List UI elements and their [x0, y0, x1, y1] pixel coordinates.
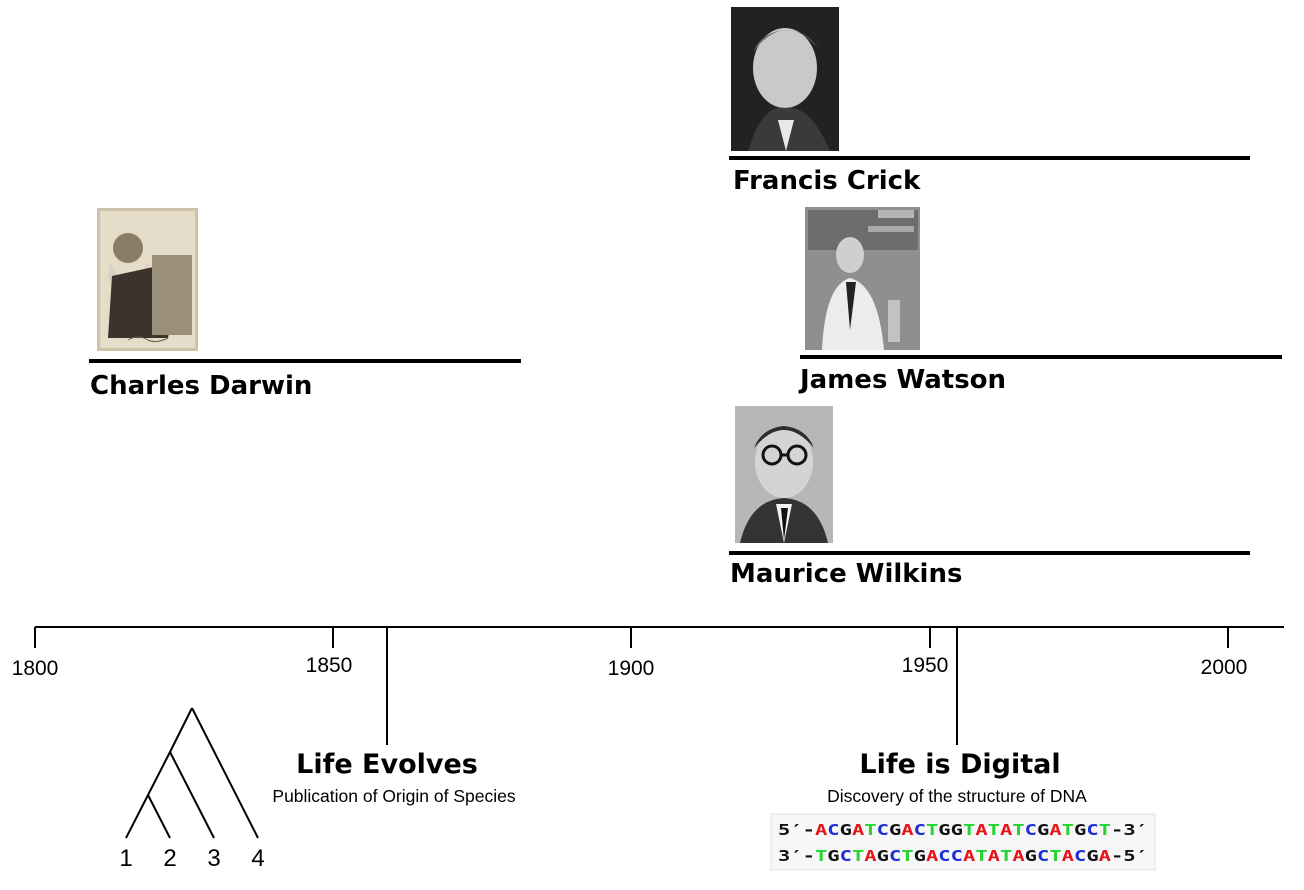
dna-base: T — [1012, 821, 1024, 839]
dna-base: C — [840, 847, 852, 865]
tree-leaf-label: 1 — [119, 845, 132, 872]
james-watson-portrait — [805, 207, 920, 350]
james-watson-name: James Watson — [798, 365, 1006, 395]
dna-base: C — [914, 821, 926, 839]
dna-base: T — [926, 821, 938, 839]
dna-base: C — [889, 847, 901, 865]
dna-base: A — [1012, 847, 1025, 865]
dna-base: C — [1086, 821, 1098, 839]
dna-base: G — [840, 821, 852, 839]
james-watson-lifespan-bar — [800, 355, 1282, 359]
dna-base: C — [1074, 847, 1086, 865]
tick-label-1950: 1950 — [902, 654, 949, 677]
dna-base: T — [988, 821, 1000, 839]
dna-base: A — [963, 847, 976, 865]
dna-base: A — [852, 821, 865, 839]
dna-base: A — [926, 847, 939, 865]
dna-base: T — [1049, 847, 1061, 865]
dna-base: T — [1000, 847, 1012, 865]
tree-leaf-label: 4 — [251, 845, 264, 872]
tick-label-2000: 2000 — [1201, 656, 1248, 679]
maurice-wilkins-name: Maurice Wilkins — [730, 559, 962, 589]
dna-base: T — [815, 847, 827, 865]
life-evolves-subtitle: Publication of Origin of Species — [272, 786, 515, 806]
dna-base: A — [815, 821, 828, 839]
dna-base: G — [1025, 847, 1037, 865]
tree-branch — [147, 794, 171, 839]
life-evolves-title: Life Evolves — [296, 749, 478, 780]
dna-base: G — [914, 847, 926, 865]
tree-branch — [169, 751, 215, 839]
dna-base: G — [889, 821, 901, 839]
dna-base: A — [1049, 821, 1062, 839]
francis-crick-portrait — [731, 7, 839, 151]
charles-darwin-lifespan-bar — [89, 359, 521, 363]
dna-strand-end: 3′- — [778, 847, 815, 865]
dna-base: C — [877, 821, 889, 839]
charles-darwin-portrait — [97, 208, 198, 351]
dna-base: T — [864, 821, 876, 839]
tree-branch — [125, 794, 149, 839]
charles-darwin-name: Charles Darwin — [90, 371, 312, 401]
tree-branch — [169, 707, 193, 753]
tick-label-1850: 1850 — [306, 654, 353, 677]
tick-label-1900: 1900 — [608, 657, 655, 680]
dna-base: T — [901, 847, 913, 865]
maurice-wilkins-portrait — [735, 406, 833, 543]
dna-base: A — [1000, 821, 1013, 839]
maurice-wilkins-lifespan-bar — [729, 551, 1250, 555]
dna-base: C — [1037, 847, 1049, 865]
dna-base: G — [1086, 847, 1098, 865]
dna-strand-end: 5′- — [778, 821, 815, 839]
dna-base: A — [901, 821, 914, 839]
dna-base: C — [827, 821, 839, 839]
dna-base: G — [951, 821, 963, 839]
tree-leaf-label: 3 — [207, 845, 220, 872]
dna-base: G — [938, 821, 950, 839]
dna-base: T — [1062, 821, 1074, 839]
tree-leaf-label: 2 — [163, 845, 176, 872]
life-is-digital-title: Life is Digital — [859, 749, 1060, 780]
tree-branch — [191, 707, 259, 839]
dna-base: A — [864, 847, 877, 865]
dna-base: T — [975, 847, 987, 865]
life-is-digital-subtitle: Discovery of the structure of DNA — [827, 786, 1087, 806]
dna-base: T — [1099, 821, 1111, 839]
dna-strand-end: -5′ — [1111, 847, 1148, 865]
dna-base: C — [951, 847, 963, 865]
dna-base: A — [975, 821, 988, 839]
dna-base: C — [938, 847, 950, 865]
phylogenetic-tree — [125, 707, 259, 839]
dna-strand-end: -3′ — [1111, 821, 1148, 839]
francis-crick-lifespan-bar — [729, 156, 1250, 160]
tick-label-1800: 1800 — [12, 657, 59, 680]
dna-base: T — [963, 821, 975, 839]
dna-base: G — [1074, 821, 1086, 839]
dna-sequence-box — [770, 813, 1156, 871]
dna-base: G — [1037, 821, 1049, 839]
tree-branch — [147, 751, 171, 796]
dna-base: G — [877, 847, 889, 865]
francis-crick-name: Francis Crick — [733, 166, 921, 196]
dna-base: T — [852, 847, 864, 865]
dna-base: A — [1099, 847, 1112, 865]
dna-base: C — [1025, 821, 1037, 839]
dna-base: A — [1062, 847, 1075, 865]
dna-base: A — [988, 847, 1001, 865]
dna-base: G — [827, 847, 839, 865]
